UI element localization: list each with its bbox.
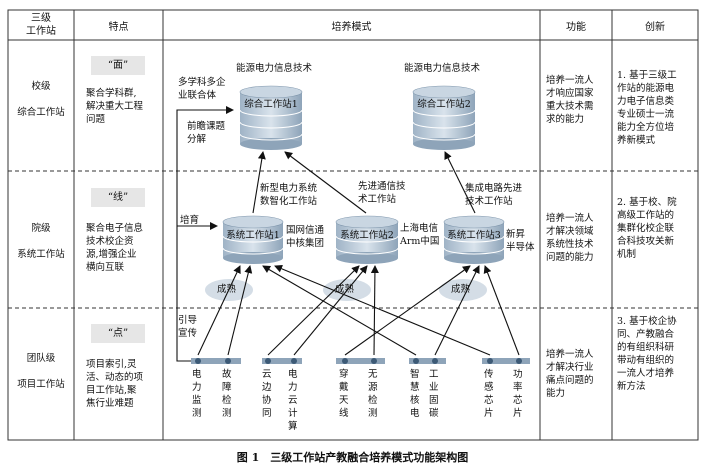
row1-quote: “面” (91, 56, 145, 75)
table-border (7, 9, 699, 441)
label-new-power: 新型电力系统 数智化工作站 (260, 183, 318, 207)
row2-function: 培养一流人 才解决领域 系统性技术 问题的能力 (546, 213, 594, 263)
label-frontier: 前瞻课题 分解 (187, 121, 226, 145)
figure-caption: 图 1 三级工作站产教融合培养模式功能架构图 (236, 451, 469, 464)
station-cylinder-mid-3 (443, 215, 505, 264)
row2-station: 院级 系统工作站 (17, 223, 65, 260)
project-label-carbon-fix: 工业固碳 (429, 369, 439, 419)
header-innovation: 创新 (645, 22, 665, 33)
project-bar-2 (262, 358, 302, 364)
row3-feature: 项目索引,灵 活、动态的项 目工作站,聚 焦行业难题 (86, 359, 144, 409)
header-mode: 培养模式 (331, 22, 372, 33)
label-shanghai: 上海电信 Arm中国 (400, 223, 440, 247)
row3-quote: “点” (91, 324, 145, 343)
label-sgcc: 国网信通 中核集团 (286, 225, 325, 249)
header-feature: 特点 (108, 22, 129, 33)
row1-station: 校级 综合工作站 (17, 81, 65, 118)
label-multi-enterprise: 多学科多企 业联合体 (178, 77, 226, 101)
top-station-2-title: 能源电力信息技术 (404, 63, 481, 74)
row3-innovation: 3. 基于校企协 同、产教融合 的有组织科研 带动有组织的 一流人才培养 新方法 (617, 316, 677, 392)
project-label-power-chip: 功率芯片 (513, 369, 523, 419)
station-cylinder-top-1 (239, 85, 303, 150)
label-xinyi: 新昇 半导体 (506, 229, 535, 253)
mid-station-3-name: 系统工作站3 (447, 230, 501, 241)
project-bar-5 (482, 358, 530, 364)
flow-arrows (176, 106, 520, 362)
row2-quote: “线” (91, 188, 145, 207)
mid-station-1-name: 系统工作站1 (226, 230, 280, 241)
top-station-1-name: 综合工作站1 (244, 99, 298, 110)
label-mature-3: 成熟 (451, 284, 471, 295)
header-station: 三级 工作站 (26, 13, 56, 37)
label-mature-1: 成熟 (217, 284, 237, 295)
project-label-fault-detect: 故障检测 (222, 369, 232, 419)
top-station-2-name: 综合工作站2 (417, 99, 471, 110)
project-bar-3 (336, 358, 385, 364)
label-ic-adv: 集成电路先进 技术工作站 (465, 183, 523, 207)
cloud-3 (439, 279, 487, 301)
row1-innovation: 1. 基于三级工 作站的能源电 力电子信息类 专业硕士一流 能力全方位培 养新模… (617, 70, 677, 146)
project-label-smart-nuclear: 智慧核电 (410, 369, 420, 419)
station-cylinder-mid-1 (222, 215, 284, 264)
mid-station-2-name: 系统工作站2 (340, 230, 394, 241)
top-station-1-title: 能源电力信息技术 (236, 63, 313, 74)
label-cultivate: 培育 (180, 215, 200, 226)
project-bar-1 (191, 358, 241, 364)
label-mature-2: 成熟 (335, 284, 355, 295)
project-label-sensor-chip: 传感芯片 (484, 369, 494, 419)
row1-function: 培养一流人 才响应国家 重大技术需 求的能力 (546, 75, 594, 125)
row2-innovation: 2. 基于校、院 高级工作站的 集群化校企联 合科技攻关新 机制 (617, 197, 677, 260)
label-guide: 引导 宣传 (178, 315, 198, 339)
row1-feature: 聚合学科群, 解决重大工程 问题 (86, 88, 144, 125)
header-function: 功能 (566, 22, 586, 33)
station-cylinder-mid-2 (335, 215, 399, 264)
row3-function: 培养一流人 才解决行业 痛点问题的 能力 (546, 349, 594, 399)
project-bar-4 (409, 358, 446, 364)
project-label-power-monitor: 电力监测 (192, 369, 202, 419)
row3-station: 团队级 项目工作站 (17, 353, 65, 390)
row2-feature: 聚合电子信息 技术校企资 源,增强企业 横向互联 (86, 223, 144, 273)
label-adv-comm: 先进通信技 术工作站 (358, 181, 406, 205)
project-label-cloud-edge: 云边协同 (262, 369, 272, 419)
project-label-passive-detect: 无源检测 (368, 369, 378, 419)
project-label-wear-antenna: 穿戴天线 (339, 369, 349, 419)
project-label-power-cloud: 电力云计算 (288, 369, 298, 432)
station-cylinder-top-2 (412, 85, 476, 150)
